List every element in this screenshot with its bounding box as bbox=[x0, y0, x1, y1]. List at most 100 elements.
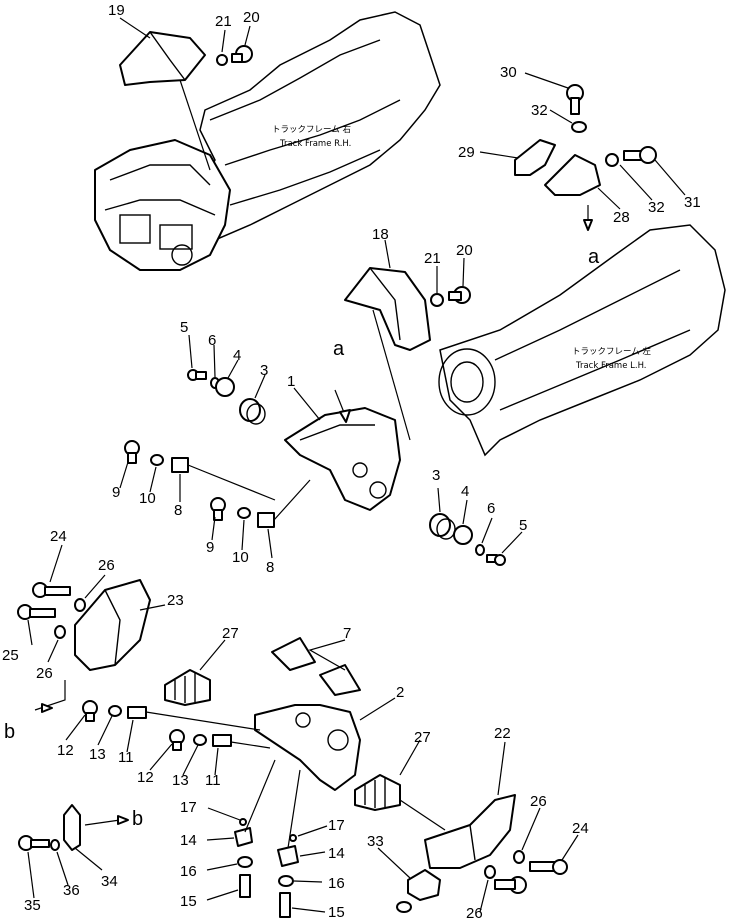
callout-22: 22 bbox=[494, 725, 511, 742]
washer-26-bottom bbox=[484, 865, 496, 879]
callout-25: 25 bbox=[2, 647, 19, 664]
ref-letter-b-left: b bbox=[4, 721, 15, 743]
part-1-bracket bbox=[284, 389, 401, 511]
clip-8-lower bbox=[257, 512, 275, 528]
callout-29: 29 bbox=[458, 144, 475, 161]
bushing-3-right bbox=[429, 513, 456, 540]
washer-26-lower-right bbox=[513, 850, 525, 864]
part-19-cover bbox=[119, 31, 211, 171]
rh-mount-assembly bbox=[94, 139, 231, 271]
callout-26: 26 bbox=[530, 793, 547, 810]
part-33 bbox=[407, 869, 441, 901]
bolt-9-lower bbox=[210, 497, 226, 521]
washer-6-right bbox=[475, 544, 485, 556]
washer-16-right bbox=[278, 875, 294, 887]
callout-33: 33 bbox=[367, 833, 384, 850]
washer-36 bbox=[50, 839, 60, 851]
callout-13: 13 bbox=[89, 746, 106, 763]
bolt-12-lower bbox=[169, 729, 185, 751]
clip-8-upper bbox=[171, 457, 189, 473]
callout-20: 20 bbox=[456, 242, 473, 259]
ball-17-right bbox=[289, 834, 297, 842]
callout-6: 6 bbox=[208, 332, 216, 349]
clip-14-right bbox=[277, 845, 299, 867]
callout-31: 31 bbox=[684, 194, 701, 211]
ref-letter-a-mid: a bbox=[333, 338, 345, 360]
plate-4-right bbox=[453, 525, 473, 545]
callout-3: 3 bbox=[260, 362, 268, 379]
callout-12: 12 bbox=[137, 769, 154, 786]
clip-14-left bbox=[234, 827, 253, 847]
callout-34: 34 bbox=[101, 873, 118, 890]
callout-11: 11 bbox=[205, 772, 221, 789]
part-22-bracket bbox=[424, 794, 516, 869]
callout-2: 2 bbox=[396, 684, 404, 701]
bolt-31 bbox=[623, 146, 657, 164]
callout-16: 16 bbox=[180, 863, 197, 880]
callout-9: 9 bbox=[112, 484, 120, 501]
bushing-3-left bbox=[239, 398, 266, 425]
callout-16: 16 bbox=[328, 875, 345, 892]
callout-1: 1 bbox=[287, 373, 295, 390]
ball-17-left bbox=[239, 818, 247, 826]
callout-5: 5 bbox=[180, 319, 188, 336]
washer-32-top bbox=[571, 121, 587, 133]
part-27-upper bbox=[164, 669, 211, 706]
callout-24: 24 bbox=[572, 820, 589, 837]
callout-11: 11 bbox=[118, 749, 134, 766]
bolt-24-top bbox=[32, 582, 71, 598]
bolt-15-right bbox=[279, 892, 291, 918]
callout-8: 8 bbox=[266, 559, 274, 576]
bolt-20-top bbox=[231, 45, 253, 63]
callout-23: 23 bbox=[167, 592, 184, 609]
part-2-bracket bbox=[254, 704, 361, 791]
bolt-9-upper bbox=[124, 440, 140, 464]
callout-18: 18 bbox=[372, 226, 389, 243]
callout-21: 21 bbox=[424, 250, 441, 267]
callout-26: 26 bbox=[98, 557, 115, 574]
washer-10-upper bbox=[150, 454, 164, 466]
bolt-35 bbox=[18, 835, 50, 851]
washer-bottom bbox=[396, 901, 412, 913]
rh-frame-label-jp: トラックフレーム 右 bbox=[272, 124, 351, 135]
callout-13: 13 bbox=[172, 772, 189, 789]
washer-13-upper bbox=[108, 705, 122, 717]
callout-35: 35 bbox=[24, 897, 41, 914]
bolt-25 bbox=[17, 604, 56, 620]
callout-26: 26 bbox=[466, 905, 483, 920]
ref-letter-a-top: a bbox=[588, 246, 600, 268]
callout-14: 14 bbox=[180, 832, 197, 849]
callout-24: 24 bbox=[50, 528, 67, 545]
callout-32: 32 bbox=[648, 199, 665, 216]
callout-26: 26 bbox=[36, 665, 53, 682]
lh-frame-label-en: Track Frame L.H. bbox=[575, 361, 647, 371]
part-23-bracket bbox=[74, 579, 151, 671]
callout-5: 5 bbox=[519, 517, 527, 534]
part-7-pads bbox=[271, 637, 361, 696]
callout-6: 6 bbox=[487, 500, 495, 517]
callout-14: 14 bbox=[328, 845, 345, 862]
callout-10: 10 bbox=[139, 490, 156, 507]
bolt-bottom-right bbox=[494, 876, 527, 894]
callout-36: 36 bbox=[63, 882, 80, 899]
washer-26-left bbox=[54, 625, 66, 639]
bracket-28 bbox=[544, 154, 601, 196]
callout-12: 12 bbox=[57, 742, 74, 759]
bracket-29 bbox=[514, 139, 556, 176]
callout-8: 8 bbox=[174, 502, 182, 519]
bolt-5-left bbox=[187, 369, 207, 381]
callout-17: 17 bbox=[328, 817, 345, 834]
callout-17: 17 bbox=[180, 799, 197, 816]
callout-15: 15 bbox=[180, 893, 197, 910]
callout-10: 10 bbox=[232, 549, 249, 566]
bolt-12-upper bbox=[82, 700, 98, 722]
callout-30: 30 bbox=[500, 64, 517, 81]
callout-9: 9 bbox=[206, 539, 214, 556]
ref-letter-b-right: b bbox=[132, 808, 143, 830]
bolt-15-left bbox=[239, 874, 251, 898]
washer-32-right bbox=[605, 153, 619, 167]
callout-4: 4 bbox=[233, 347, 241, 364]
part-27-lower bbox=[354, 774, 446, 831]
bolt-24-bottom bbox=[529, 859, 568, 875]
